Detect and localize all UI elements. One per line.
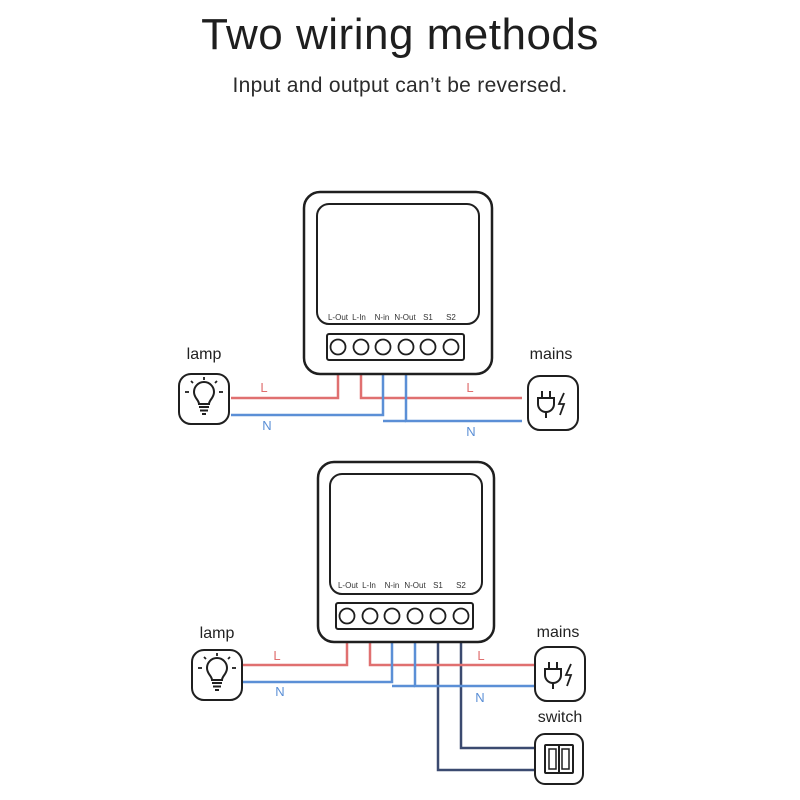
mains-label: mains	[530, 346, 573, 363]
bottom-wire-s1	[436, 616, 535, 772]
wiring-diagram-bottom: L-Out L-In N-in N-Out S1 S2 L N L N lamp	[191, 460, 586, 785]
terminal-screw	[429, 607, 447, 625]
top-terminals	[329, 338, 460, 356]
terminal-screw	[397, 338, 415, 356]
lamp-label: lamp	[200, 625, 235, 642]
wall-switch-icon	[534, 733, 584, 785]
bottom-switch-wires	[436, 616, 535, 772]
terminal-label: L-Out	[338, 581, 359, 590]
terminal-label: N-in	[385, 581, 400, 590]
terminal-label: L-In	[352, 313, 366, 322]
terminal-screw	[329, 338, 347, 356]
terminal-screw	[406, 607, 424, 625]
wire-label-neutral: N	[475, 690, 484, 705]
wire-label-neutral: N	[466, 424, 475, 439]
terminal-label: S2	[456, 581, 466, 590]
terminal-screw	[374, 338, 392, 356]
terminal-label: N-Out	[394, 313, 416, 322]
plug-icon	[534, 646, 586, 702]
page-title: Two wiring methods	[201, 10, 599, 59]
bottom-terminals	[338, 607, 470, 625]
page-subtitle: Input and output can’t be reversed.	[232, 74, 568, 97]
wire-label-neutral: N	[262, 418, 271, 433]
terminal-label: N-Out	[404, 581, 426, 590]
terminal-screw	[361, 607, 379, 625]
terminal-label: S1	[433, 581, 443, 590]
terminal-label: L-In	[362, 581, 376, 590]
smart-switch-module-top	[302, 190, 494, 376]
wire-label-live: L	[260, 380, 267, 395]
wire-label-live: L	[466, 380, 473, 395]
terminal-screw	[452, 607, 470, 625]
switch-label: switch	[538, 709, 582, 726]
terminal-screw	[352, 338, 370, 356]
terminal-screw	[419, 338, 437, 356]
terminal-screw	[442, 338, 460, 356]
wire-label-neutral: N	[275, 684, 284, 699]
wiring-diagram-top: L-Out L-In N-in N-Out S1 S2 L N L N lamp	[178, 190, 579, 439]
terminal-screw	[338, 607, 356, 625]
terminal-screw	[383, 607, 401, 625]
terminal-label: N-in	[375, 313, 390, 322]
plug-icon	[527, 375, 579, 431]
terminal-label: L-Out	[328, 313, 349, 322]
wire-label-live: L	[273, 648, 280, 663]
bottom-wire-s2	[459, 616, 535, 750]
mains-label: mains	[537, 624, 580, 641]
wire-label-live: L	[477, 648, 484, 663]
terminal-label: S1	[423, 313, 433, 322]
lamp-label: lamp	[187, 346, 222, 363]
top-terminal-labels: L-Out L-In N-in N-Out S1 S2	[328, 313, 456, 322]
bulb-icon	[191, 649, 243, 701]
bulb-icon	[178, 373, 230, 425]
bottom-terminal-labels: L-Out L-In N-in N-Out S1 S2	[338, 581, 466, 590]
terminal-label: S2	[446, 313, 456, 322]
